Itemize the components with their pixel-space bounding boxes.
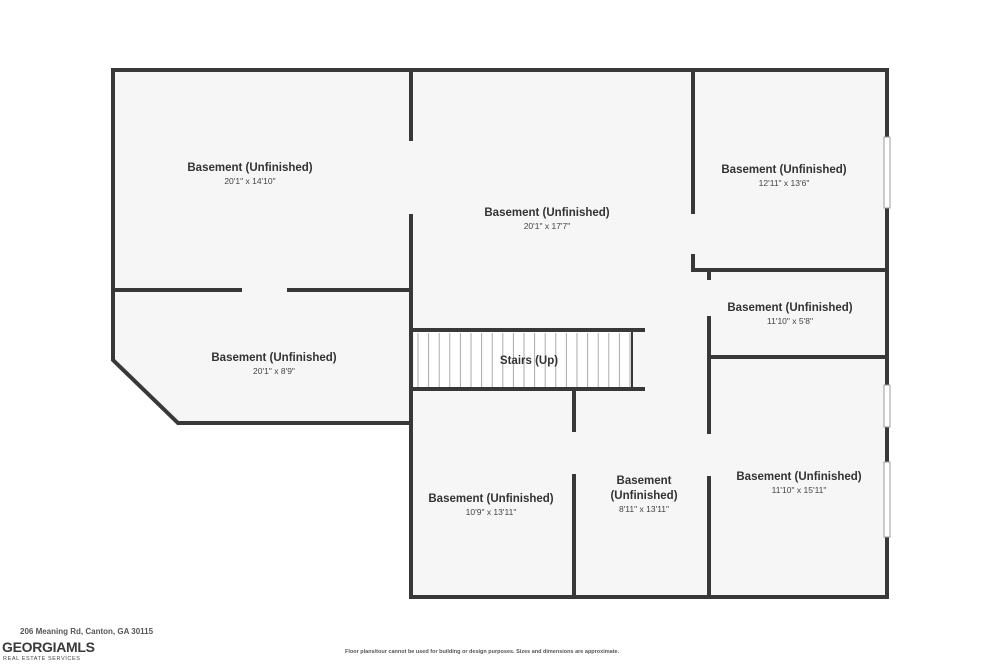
room-dimensions: 11'10" x 15'11" [772,485,827,495]
stairs-label: Stairs (Up) [500,355,558,367]
interior-walls [111,68,889,599]
room-middle-left: Basement (Unfinished) 20'1" x 8'9" [211,352,336,376]
windows [883,136,891,538]
room-upper-left: Basement (Unfinished) 20'1" x 14'10" [187,162,312,186]
property-address: 206 Meaning Rd, Canton, GA 30115 [20,627,154,636]
window-upper [883,136,891,209]
window-lower [883,461,891,538]
stair-treads [417,333,631,387]
window-middle [883,384,891,428]
room-labels: Basement (Unfinished) 20'1" x 14'10" Bas… [187,162,861,517]
room-dimensions: 20'1" x 8'9" [253,366,295,376]
room-label: Basement (Unfinished) [484,207,609,219]
disclaimer-text: Floor plans/tour cannot be used for buil… [345,649,620,655]
room-label: Basement (Unfinished) [187,162,312,174]
stairs-area [414,331,632,389]
room-label: Basement (Unfinished) [428,493,553,505]
room-lower-left: Basement (Unfinished) 10'9" x 13'11" [428,493,553,517]
room-label-line-1: Basement [617,475,672,487]
room-label-line-2: (Unfinished) [610,490,677,502]
exterior-wall-outline [111,68,889,599]
room-middle-right: Basement (Unfinished) 11'10" x 5'8" [727,302,852,326]
room-label: Basement (Unfinished) [727,302,852,314]
georgia-mls-logo: GEORGIAMLS REAL ESTATE SERVICES [0,637,100,666]
room-dimensions: 11'10" x 5'8" [767,316,813,326]
room-upper-center: Basement (Unfinished) 20'1" x 17'7" [484,207,609,231]
logo-subtext: REAL ESTATE SERVICES [3,656,81,662]
room-dimensions: 20'1" x 17'7" [524,221,571,231]
room-lower-right: Basement (Unfinished) 11'10" x 15'11" [736,471,861,495]
room-label: Basement (Unfinished) [721,164,846,176]
room-dimensions: 20'1" x 14'10" [224,176,275,186]
room-dimensions: 10'9" x 13'11" [466,507,517,517]
room-label: Basement (Unfinished) [211,352,336,364]
room-dimensions: 8'11" x 13'11" [619,504,669,514]
room-lower-middle: Basement (Unfinished) 8'11" x 13'11" [610,475,677,514]
room-upper-right: Basement (Unfinished) 12'11" x 13'6" [721,164,846,188]
logo-text: GEORGIAMLS [2,639,95,655]
room-label: Basement (Unfinished) [736,471,861,483]
stairs: Stairs (Up) [409,328,645,391]
room-dimensions: 12'11" x 13'6" [759,178,810,188]
